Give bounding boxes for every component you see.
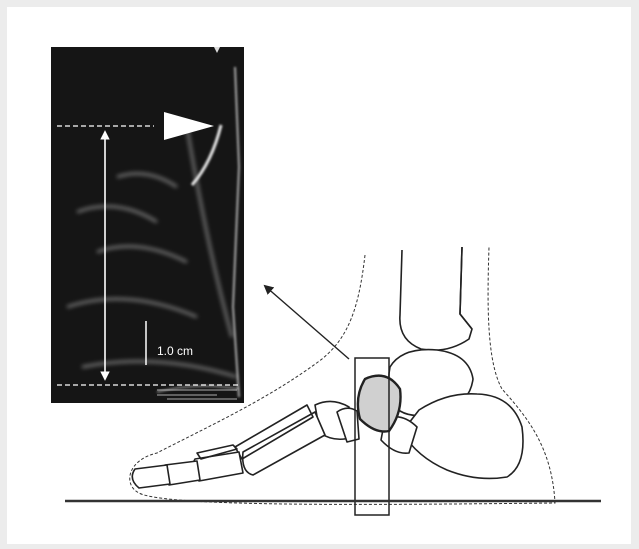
metatarsal <box>243 412 325 475</box>
foot-ultrasound-diagram: 1.0 cm <box>7 7 631 544</box>
ultrasound-image <box>51 47 244 403</box>
navicular-bone <box>358 376 401 432</box>
scale-label: 1.0 cm <box>157 344 193 358</box>
callout-arrow-icon <box>265 286 349 359</box>
figure-panel: 1.0 cm <box>7 7 631 544</box>
phalanx-proximal <box>193 452 243 481</box>
phalanx-distal <box>132 465 170 488</box>
fibula <box>460 247 472 329</box>
